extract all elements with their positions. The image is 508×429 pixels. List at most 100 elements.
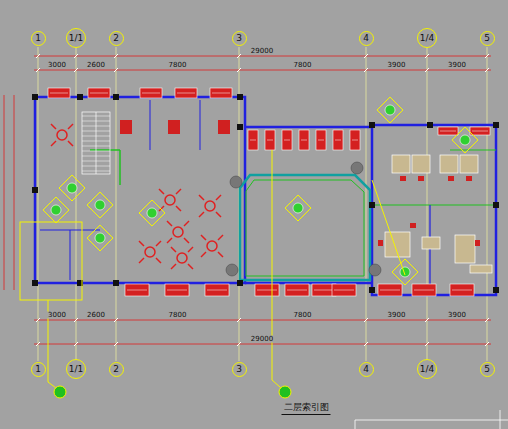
grid-number: 1/1: [69, 33, 83, 43]
dimension-tick: [74, 54, 78, 58]
grid-number: 4: [363, 364, 369, 374]
grid-bubble: 3: [232, 362, 247, 377]
round-table: [171, 247, 193, 269]
index-leaders: [20, 150, 405, 388]
dimension-tick: [364, 54, 368, 58]
grid-bubble: 1/1: [66, 28, 86, 48]
dimension-tick: [237, 318, 241, 322]
grid-bubble: 4: [359, 362, 374, 377]
grid-number: 4: [363, 33, 369, 43]
dimension-text: 3900: [387, 312, 407, 319]
window-seat: [88, 88, 110, 98]
column: [113, 94, 119, 100]
grid-number: 3: [236, 364, 242, 374]
round-table: [51, 124, 73, 146]
grid-bubble: 2: [109, 362, 124, 377]
dimension-tick: [114, 318, 118, 322]
window-seat: [450, 284, 474, 296]
stair-tread: [82, 161, 110, 162]
walls: [35, 97, 496, 295]
stair-tread: [82, 141, 110, 142]
stair-tread: [82, 146, 110, 147]
window-seat: [265, 130, 275, 150]
column: [369, 287, 375, 293]
window-seat: [378, 284, 402, 296]
dimension-tick: [485, 342, 489, 346]
column: [77, 94, 83, 100]
dimension-text: 7800: [293, 312, 313, 319]
column: [493, 122, 499, 128]
window-seat: [248, 130, 258, 150]
plant-symbol: [392, 259, 418, 285]
dimension-tick: [425, 68, 429, 72]
dimension-text: 29000: [250, 48, 274, 55]
dimension-text: 3000: [47, 62, 67, 69]
column: [237, 124, 243, 130]
column: [493, 287, 499, 293]
stair-tread: [82, 166, 110, 167]
round-table: [199, 195, 221, 217]
dimension-tick: [485, 318, 489, 322]
window-seat: [205, 284, 229, 296]
dimension-tick: [425, 318, 429, 322]
plant-symbol: [43, 197, 69, 223]
stair-tread: [82, 136, 110, 137]
dimension-tick: [36, 318, 40, 322]
grid-number: 1/4: [420, 364, 434, 374]
dimension-text: 3900: [447, 312, 467, 319]
column: [237, 94, 243, 100]
window-seat: [332, 284, 356, 296]
window-seat: [350, 130, 360, 150]
chairs: [120, 120, 480, 246]
dimension-text: 3000: [47, 312, 67, 319]
plant-symbol: [87, 225, 113, 251]
round-table: [159, 189, 181, 211]
grid-number: 1: [35, 364, 41, 374]
stair-tread: [82, 131, 110, 132]
dimension-tick: [114, 54, 118, 58]
plant-symbol: [452, 127, 478, 153]
column: [493, 202, 499, 208]
dimension-tick: [364, 342, 368, 346]
dimension-text: 7800: [168, 312, 188, 319]
window-seat: [470, 127, 490, 135]
column: [369, 122, 375, 128]
grid-number: 3: [236, 33, 242, 43]
dimension-text: 29000: [250, 336, 274, 343]
window-seat: [438, 127, 458, 135]
stair-tread: [82, 116, 110, 117]
dimension-tick: [36, 342, 40, 346]
desks: [385, 155, 492, 273]
dimension-tick: [425, 342, 429, 346]
index-callouts: [54, 386, 291, 398]
window-seat: [333, 130, 343, 150]
round-table: [167, 221, 189, 243]
grid-bubble: 1/4: [417, 359, 437, 379]
grid-bubble: 1: [31, 362, 46, 377]
grid-number: 5: [484, 33, 490, 43]
dimension-tick: [237, 54, 241, 58]
grid-bubble: 5: [480, 362, 495, 377]
stair-tread: [82, 126, 110, 127]
drawing-title: 二层索引图: [282, 401, 331, 415]
plant-symbol: [285, 195, 311, 221]
dimension-tick: [485, 68, 489, 72]
window-seat: [125, 284, 149, 296]
stair-tread: [82, 156, 110, 157]
window-seat: [210, 88, 232, 98]
dimension-tick: [36, 54, 40, 58]
planters: [226, 162, 381, 276]
grid-number: 2: [113, 364, 119, 374]
column: [113, 280, 119, 286]
grid-number: 1/4: [420, 33, 434, 43]
column: [427, 122, 433, 128]
grid-bubble: 1/1: [66, 359, 86, 379]
window-seat: [48, 88, 70, 98]
stair: [82, 112, 110, 174]
dimension-text: 7800: [168, 62, 188, 69]
dimension-tick: [364, 68, 368, 72]
window-seat: [316, 130, 326, 150]
dimension-tick: [74, 318, 78, 322]
grid-number: 5: [484, 364, 490, 374]
stair-tread: [82, 151, 110, 152]
